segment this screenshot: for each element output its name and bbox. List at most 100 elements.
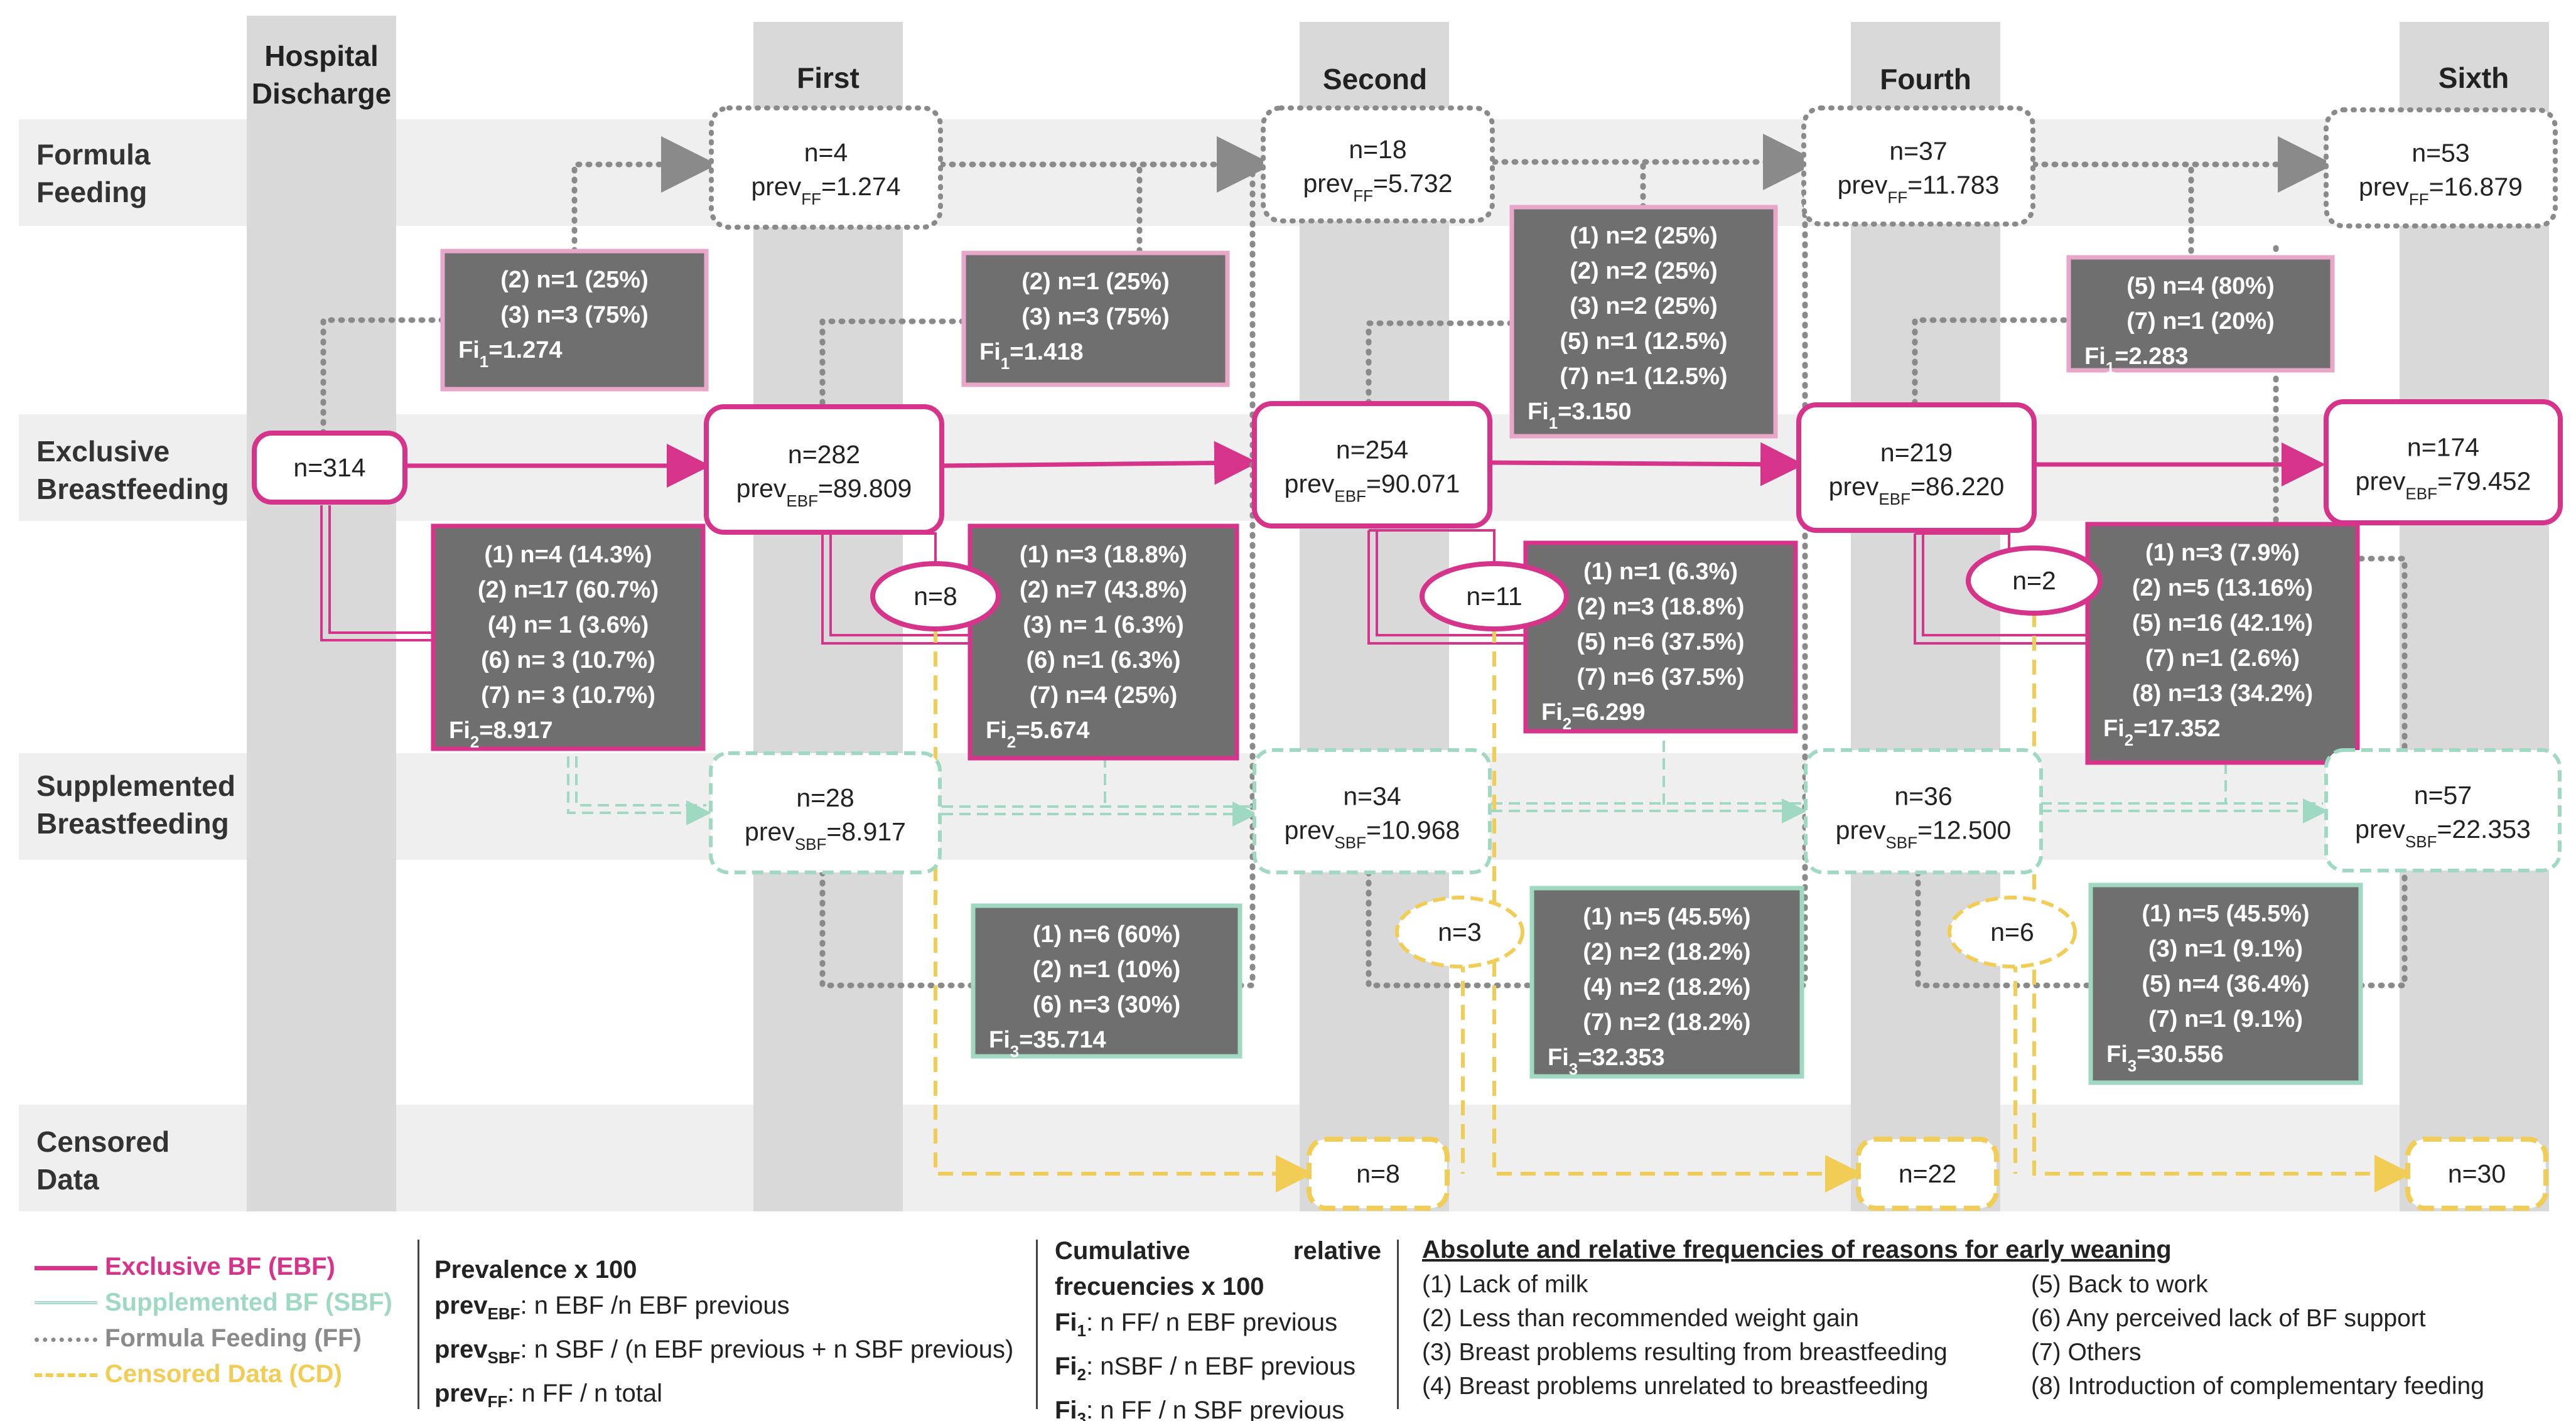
node-count: n=219 <box>1880 438 1953 467</box>
node-ebf-cd-first: n=8 <box>870 561 1001 631</box>
node-count: n=36 <box>1894 782 1952 811</box>
column-label-first: First <box>797 62 860 94</box>
reason-box-sbf_3: (1) n=1 (6.3%)(2) n=3 (18.8%)(5) n=6 (37… <box>1523 540 1798 734</box>
node-sbf-fourth: n=36 prevSBF=12.500 <box>1804 748 2043 874</box>
legend-cumulative-title-word2: relative <box>1293 1237 1381 1265</box>
reason-box-line: (5) n=1 (12.5%) <box>1560 328 1727 355</box>
reason-box-line: (7) n=1 (9.1%) <box>2148 1006 2303 1032</box>
row-label-sbf-line2: Breastfeeding <box>36 807 229 840</box>
reason-box-line: (7) n=1 (12.5%) <box>1560 363 1727 390</box>
legend-lines: Exclusive BF (EBF) Supplemented BF (SBF)… <box>35 1249 392 1392</box>
reason-box-line: (2) n=5 (13.16%) <box>2132 575 2313 601</box>
legend-sbf: Supplemented BF (SBF) <box>35 1285 392 1321</box>
reason-box-line: (7) n= 3 (10.7%) <box>481 682 655 709</box>
reason-box-sbf_1: (1) n=4 (14.3%)(2) n=17 (60.7%)(4) n= 1 … <box>431 523 706 751</box>
reason-box-line: (7) n=6 (37.5%) <box>1576 664 1744 690</box>
legend-prev-ebf-text: : n EBF /n EBF previous <box>520 1292 790 1319</box>
reason-box-cumulative: Fi2=17.352 <box>2103 716 2221 749</box>
legend-reason-4: (4) Breast problems unrelated to breastf… <box>1422 1373 1929 1400</box>
reason-box-sff_2: (1) n=6 (60%)(2) n=1 (10%)(6) n=3 (30%)F… <box>971 903 1242 1061</box>
node-prevalence: prevEBF=79.452 <box>2356 467 2531 503</box>
column-label-discharge-line1: Hospital <box>264 40 378 72</box>
legend-prev-ebf: prevEBF: n EBF /n EBF previous <box>434 1292 790 1323</box>
node-prevalence: prevEBF=89.809 <box>736 474 912 510</box>
state-nodes: n=314n=4prevFF=1.274n=18prevFF=5.732n=37… <box>252 105 2563 1211</box>
node-prevalence: prevSBF=22.353 <box>2355 815 2531 851</box>
reason-box-cumulative: Fi1=1.274 <box>458 337 563 371</box>
reason-box-sff_3: (1) n=5 (45.5%)(2) n=2 (18.2%)(4) n=2 (1… <box>1529 886 1804 1079</box>
reason-box-line: (7) n=1 (20%) <box>2126 308 2274 335</box>
reason-box-line: (5) n=4 (80%) <box>2126 273 2274 299</box>
legend-reason-1: (1) Lack of milk <box>1422 1271 1588 1298</box>
row-label-ff-line1: Formula <box>36 138 151 171</box>
legend-fi3-text: : n FF / n SBF previous <box>1086 1397 1345 1421</box>
node-ff-second: n=18 prevFF=5.732 <box>1261 105 1495 223</box>
reason-box-line: (2) n=2 (25%) <box>1570 258 1717 284</box>
node-count: n=34 <box>1343 782 1401 811</box>
node-count: n=3 <box>1438 918 1482 946</box>
reason-box-line: (2) n=3 (18.8%) <box>1576 594 1744 620</box>
reason-box-ff_2: (2) n=1 (25%)(3) n=3 (75%)Fi1=1.418 <box>961 250 1230 387</box>
node-prevalence: prevSBF=12.500 <box>1836 816 2012 852</box>
reason-box-line: (7) n=2 (18.2%) <box>1583 1009 1750 1036</box>
node-count: n=57 <box>2414 781 2472 810</box>
row-label-cd-line1: Censored <box>36 1125 170 1158</box>
legend-cumulative-title-line1: Cumulative relative <box>1055 1233 1381 1269</box>
reason-box-cumulative: Fi2=5.674 <box>986 717 1090 751</box>
legend-prevalence: Prevalence x 100 prevEBF: n EBF /n EBF p… <box>434 1252 1013 1420</box>
legend-ff: Formula Feeding (FF) <box>35 1321 392 1356</box>
legend-sbf-swatch <box>35 1300 97 1307</box>
legend-divider-1 <box>418 1240 419 1409</box>
reason-box-sbf_2: (1) n=3 (18.8%)(2) n=7 (43.8%)(3) n= 1 (… <box>967 523 1239 761</box>
column-label-sixth: Sixth <box>2439 62 2509 94</box>
column-label-second: Second <box>1323 63 1427 95</box>
node-ebf-cd-fourth: n=2 <box>1966 545 2103 616</box>
reason-box-line: (1) n=5 (45.5%) <box>2142 901 2309 927</box>
node-prevalence: prevFF=5.732 <box>1303 169 1452 205</box>
node-ebf-cd-second: n=11 <box>1420 561 1569 631</box>
legend-prev-ff-text: : n FF / n total <box>507 1380 663 1407</box>
legend-divider-3 <box>1397 1240 1399 1409</box>
legend-cumulative-title-word1: Cumulative <box>1055 1237 1190 1265</box>
node-count: n=254 <box>1336 436 1408 464</box>
row-label-cd-line2: Data <box>36 1163 99 1196</box>
node-count: n=8 <box>913 582 957 611</box>
reason-box-ff_3: (1) n=2 (25%)(2) n=2 (25%)(3) n=2 (25%)(… <box>1509 205 1778 439</box>
legend-fi2: Fi2: nSBF / n EBF previous <box>1055 1353 1356 1384</box>
reason-box-line: (4) n=2 (18.2%) <box>1583 974 1750 1000</box>
column-label-fourth: Fourth <box>1880 63 1971 95</box>
node-count: n=282 <box>788 440 860 469</box>
node-sbf-cd-fourth: n=6 <box>1948 896 2077 968</box>
reason-box-cumulative: Fi1=2.283 <box>2084 343 2189 377</box>
legend-ff-swatch <box>35 1337 97 1342</box>
reason-box-sff_4: (1) n=5 (45.5%)(3) n=1 (9.1%)(5) n=4 (36… <box>2088 882 2363 1085</box>
reason-box-line: (2) n=7 (43.8%) <box>1020 577 1187 603</box>
node-count: n=11 <box>1466 582 1522 611</box>
reason-box-line: (6) n= 3 (10.7%) <box>481 647 655 673</box>
legend-reasons-right: (5) Back to work (6) Any perceived lack … <box>2031 1268 2484 1403</box>
reason-box-line: (6) n=3 (30%) <box>1033 992 1180 1018</box>
reason-box-line: (1) n=4 (14.3%) <box>484 542 652 568</box>
node-prevalence: prevSBF=8.917 <box>745 817 906 854</box>
node-count: n=8 <box>1356 1159 1400 1188</box>
legend-fi1-text: : n FF/ n EBF previous <box>1086 1309 1338 1336</box>
reason-box-line: (2) n=2 (18.2%) <box>1583 939 1750 965</box>
legend-fi1: Fi1: n FF/ n EBF previous <box>1055 1309 1338 1340</box>
legend-prev-ff: prevFF: n FF / n total <box>434 1380 663 1411</box>
legend-reason-6: (6) Any perceived lack of BF support <box>2031 1305 2426 1332</box>
node-count: n=18 <box>1349 135 1406 164</box>
reason-box-line: (2) n=1 (10%) <box>1033 957 1180 983</box>
reason-box-line: (1) n=3 (18.8%) <box>1020 542 1187 568</box>
node-count: n=6 <box>1990 918 2034 946</box>
legend-cd-swatch <box>35 1373 97 1378</box>
reason-box-line: (5) n=6 (37.5%) <box>1576 629 1744 655</box>
node-prevalence: prevFF=16.879 <box>2359 173 2523 209</box>
